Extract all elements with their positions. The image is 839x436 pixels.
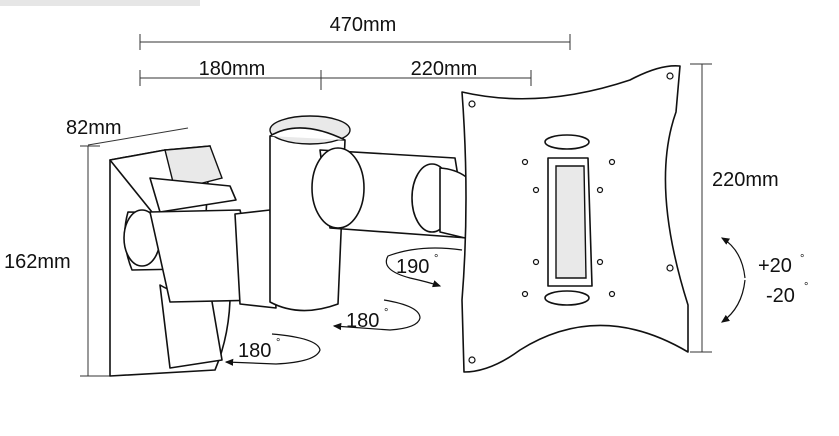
- head-swivel-arrow: [385, 247, 463, 288]
- wall-joint-label: 180: [238, 340, 271, 362]
- tilt-arrow-down: [721, 279, 746, 323]
- vesa-plate: [461, 64, 689, 373]
- middle-joint-arrow: [332, 299, 421, 331]
- tilt-up-degree: °: [800, 253, 804, 265]
- vesa-plate-height-label: 220mm: [712, 169, 779, 191]
- tilt-arrow-up: [720, 237, 746, 279]
- arm-first-segment: [123, 209, 277, 309]
- dimension-wall-plate-height: [80, 145, 112, 377]
- wall-plate-height-label: 162mm: [4, 251, 71, 273]
- top-scroll-strip: [0, 0, 200, 6]
- middle-joint-degree: °: [384, 307, 388, 319]
- head-swivel-label: 190: [396, 256, 429, 278]
- arm-second-segment-label: 220mm: [411, 58, 478, 80]
- dimension-total-width: [139, 34, 571, 50]
- dimension-arm-segments: [139, 70, 532, 90]
- dimension-vesa-plate-height: [690, 63, 712, 353]
- middle-joint-label: 180: [346, 310, 379, 332]
- tilt-down-label: -20: [766, 285, 795, 307]
- wall-plate-width-label: 82mm: [66, 117, 122, 139]
- wall-joint-arrow: [224, 333, 321, 366]
- head-swivel-degree: °: [434, 253, 438, 265]
- tilt-up-label: +20: [758, 255, 792, 277]
- total-width-label: 470mm: [330, 14, 397, 36]
- dimension-wall-plate-width: [87, 127, 189, 146]
- wall-joint-degree: °: [276, 337, 280, 349]
- tilt-down-degree: °: [804, 281, 808, 293]
- arm-first-segment-label: 180mm: [199, 58, 266, 80]
